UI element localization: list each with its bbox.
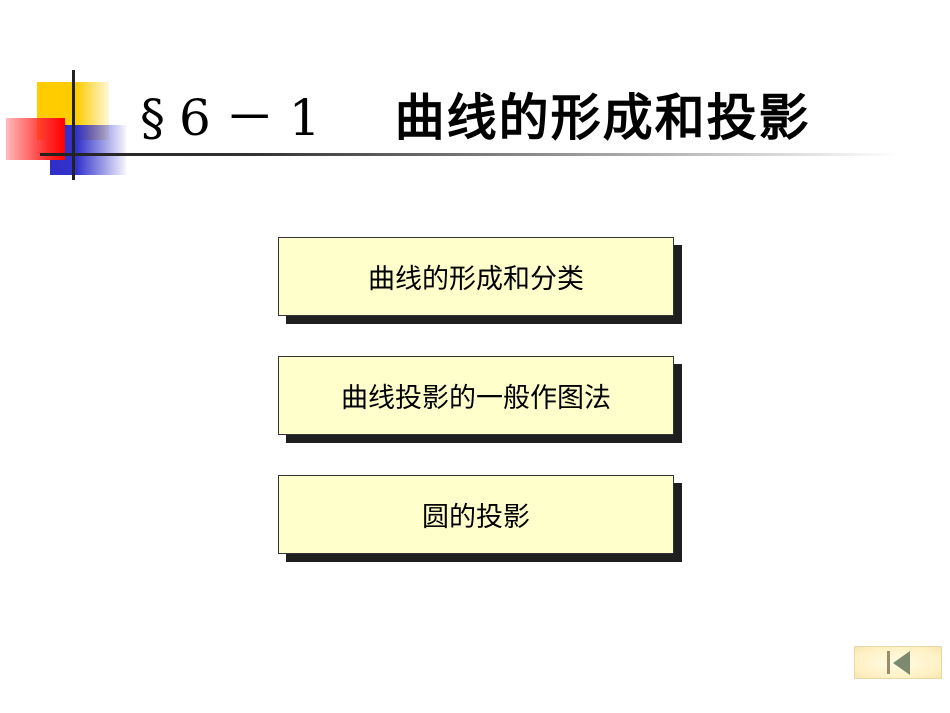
skip-to-first-icon — [886, 651, 890, 674]
menu-item-circle-projection[interactable]: 圆的投影 — [278, 475, 674, 554]
menu-item-label: 曲线的形成和分类 — [368, 264, 584, 295]
page-title: §6－1 曲线的形成和投影 — [140, 86, 811, 150]
menu-item-curve-projection-method[interactable]: 曲线投影的一般作图法 — [278, 356, 674, 435]
menu-item-label: 圆的投影 — [422, 502, 530, 533]
first-slide-button[interactable] — [854, 646, 942, 679]
logo-vertical-line — [72, 70, 75, 180]
title-text: 曲线的形成和投影 — [394, 88, 811, 147]
section-number: §6－1 — [140, 89, 335, 147]
title-underline — [40, 153, 898, 156]
menu-item-curve-formation[interactable]: 曲线的形成和分类 — [278, 237, 674, 316]
triangle-left-icon — [892, 650, 910, 675]
menu-item-label: 曲线投影的一般作图法 — [341, 383, 611, 414]
decorative-logo — [0, 0, 140, 190]
